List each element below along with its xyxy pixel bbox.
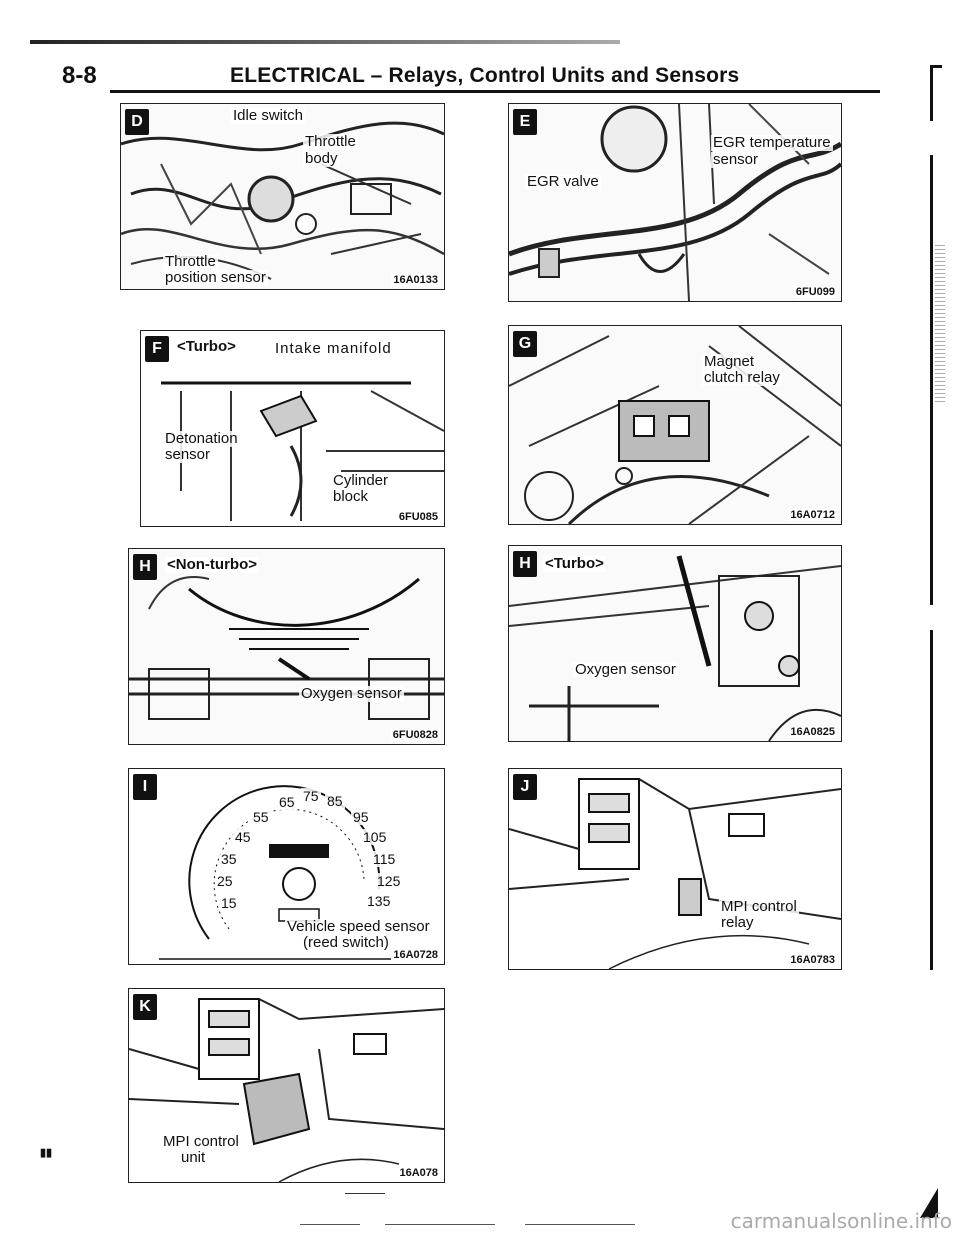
detonation-illustration: [161, 381, 444, 521]
dial-number: 125: [375, 873, 403, 889]
margin-tick: [930, 65, 942, 68]
header-rule: [110, 90, 880, 93]
figure-code: 16A0133: [391, 274, 440, 286]
dial-number: 105: [361, 829, 389, 845]
label-vss-1: Vehicle speed sensor: [285, 918, 432, 935]
label-variant: <Non-turbo>: [165, 556, 259, 573]
label-magnet-1: Magnet: [702, 353, 757, 370]
egr-illustration: [509, 104, 841, 301]
figure-badge: I: [133, 774, 157, 800]
label-egr-temp-2: sensor: [711, 151, 761, 168]
label-mpi-unit-1: MPI control: [161, 1133, 241, 1150]
figure-code: 16A0728: [391, 949, 440, 961]
oxygen-sensor-illustration: [129, 576, 444, 720]
console-illustration: [129, 998, 444, 1182]
scan-top-line: [30, 40, 620, 44]
figure-i: 65 75 85 55 95 45 105 35 115 25 125 15 1…: [128, 768, 445, 965]
watermark: carmanualsonline.info: [730, 1209, 952, 1233]
footer-rule: [385, 1224, 495, 1225]
figure-h-non-turbo: H <Non-turbo> Oxygen sensor 6FU0828: [128, 548, 445, 745]
figure-badge: J: [513, 774, 537, 800]
label-throttle-body-2: body: [303, 150, 340, 167]
figure-badge: H: [133, 554, 157, 580]
figure-badge: H: [513, 551, 537, 577]
dial-number: 135: [365, 893, 393, 909]
label-oxygen-sensor: Oxygen sensor: [299, 685, 404, 702]
figure-badge: K: [133, 994, 157, 1020]
figure-code: 16A0783: [788, 954, 837, 966]
label-detonation-2: sensor: [163, 446, 213, 463]
figure-code: 16A0825: [788, 726, 837, 738]
label-egr-valve: EGR valve: [525, 173, 601, 190]
dial-number: 45: [233, 829, 253, 845]
page-number: 8-8: [62, 62, 97, 89]
dial-number: 85: [325, 793, 345, 809]
figure-code: 6FU085: [396, 511, 440, 523]
figure-badge: E: [513, 109, 537, 135]
figure-badge: F: [145, 336, 169, 362]
figure-h-turbo: H <Turbo> Oxygen sensor 16A0825: [508, 545, 842, 742]
label-throttle-body-1: Throttle: [303, 133, 358, 150]
figure-code: 16A078: [397, 1167, 440, 1179]
label-intake-manifold: Intake manifold: [273, 340, 394, 357]
label-egr-temp-1: EGR temperature: [711, 134, 833, 151]
dial-number: 15: [219, 895, 239, 911]
footer-rule: [300, 1224, 360, 1225]
figure-f: F <Turbo> Intake manifold Detonation sen…: [140, 330, 445, 527]
dial-number: 75: [301, 788, 321, 804]
console-illustration: [509, 778, 841, 969]
label-mpi-relay-2: relay: [719, 914, 756, 931]
margin-bar: [930, 630, 933, 970]
figure-e: E EGR temperature sensor EGR valve 6FU09…: [508, 103, 842, 302]
figure-code: 6FU099: [793, 286, 837, 298]
relay-illustration: [509, 326, 841, 524]
figure-badge: D: [125, 109, 149, 135]
label-magnet-2: clutch relay: [702, 369, 782, 386]
label-tps-2: position sensor: [163, 269, 268, 286]
page-corner-mark: [920, 1188, 938, 1218]
label-vss-2: (reed switch): [301, 934, 391, 951]
figure-badge: G: [513, 331, 537, 357]
label-tps-1: Throttle: [163, 253, 218, 270]
label-cylinder-1: Cylinder: [331, 472, 391, 489]
figure-code: 6FU0828: [390, 729, 440, 741]
figure-d: D Idle switch Throttle body Throttle pos…: [120, 103, 445, 290]
footer-rule: [525, 1224, 635, 1225]
dial-number: 65: [277, 794, 297, 810]
figure-g: G Magnet clutch relay 16A0712: [508, 325, 842, 525]
page-title: ELECTRICAL – Relays, Control Units and S…: [230, 64, 740, 87]
margin-bar: [930, 155, 933, 605]
page-header: 8-8 ELECTRICAL – Relays, Control Units a…: [62, 62, 882, 92]
label-variant: <Turbo>: [543, 555, 606, 572]
figure-k: K MPI control unit 16A078: [128, 988, 445, 1183]
scan-artifact: [935, 245, 945, 405]
dial-number: 95: [351, 809, 371, 825]
label-variant: <Turbo>: [175, 338, 238, 355]
footer-rule: [345, 1193, 385, 1194]
dial-number: 115: [371, 851, 398, 867]
oxygen-sensor-illustration: [509, 555, 841, 741]
label-idle-switch: Idle switch: [231, 107, 306, 124]
label-mpi-unit-2: unit: [179, 1149, 208, 1166]
margin-bar: [930, 66, 933, 121]
label-mpi-relay-1: MPI control: [719, 898, 799, 915]
figure-j: J MPI control relay 16A0783: [508, 768, 842, 970]
label-oxygen-sensor: Oxygen sensor: [573, 661, 678, 678]
scan-mark: ▮▮: [40, 1147, 53, 1159]
dial-number: 35: [219, 851, 239, 867]
label-cylinder-2: block: [331, 488, 371, 505]
figure-code: 16A0712: [788, 509, 837, 521]
dial-number: 55: [251, 809, 271, 825]
label-detonation-1: Detonation: [163, 430, 240, 447]
dial-number: 25: [215, 873, 235, 889]
